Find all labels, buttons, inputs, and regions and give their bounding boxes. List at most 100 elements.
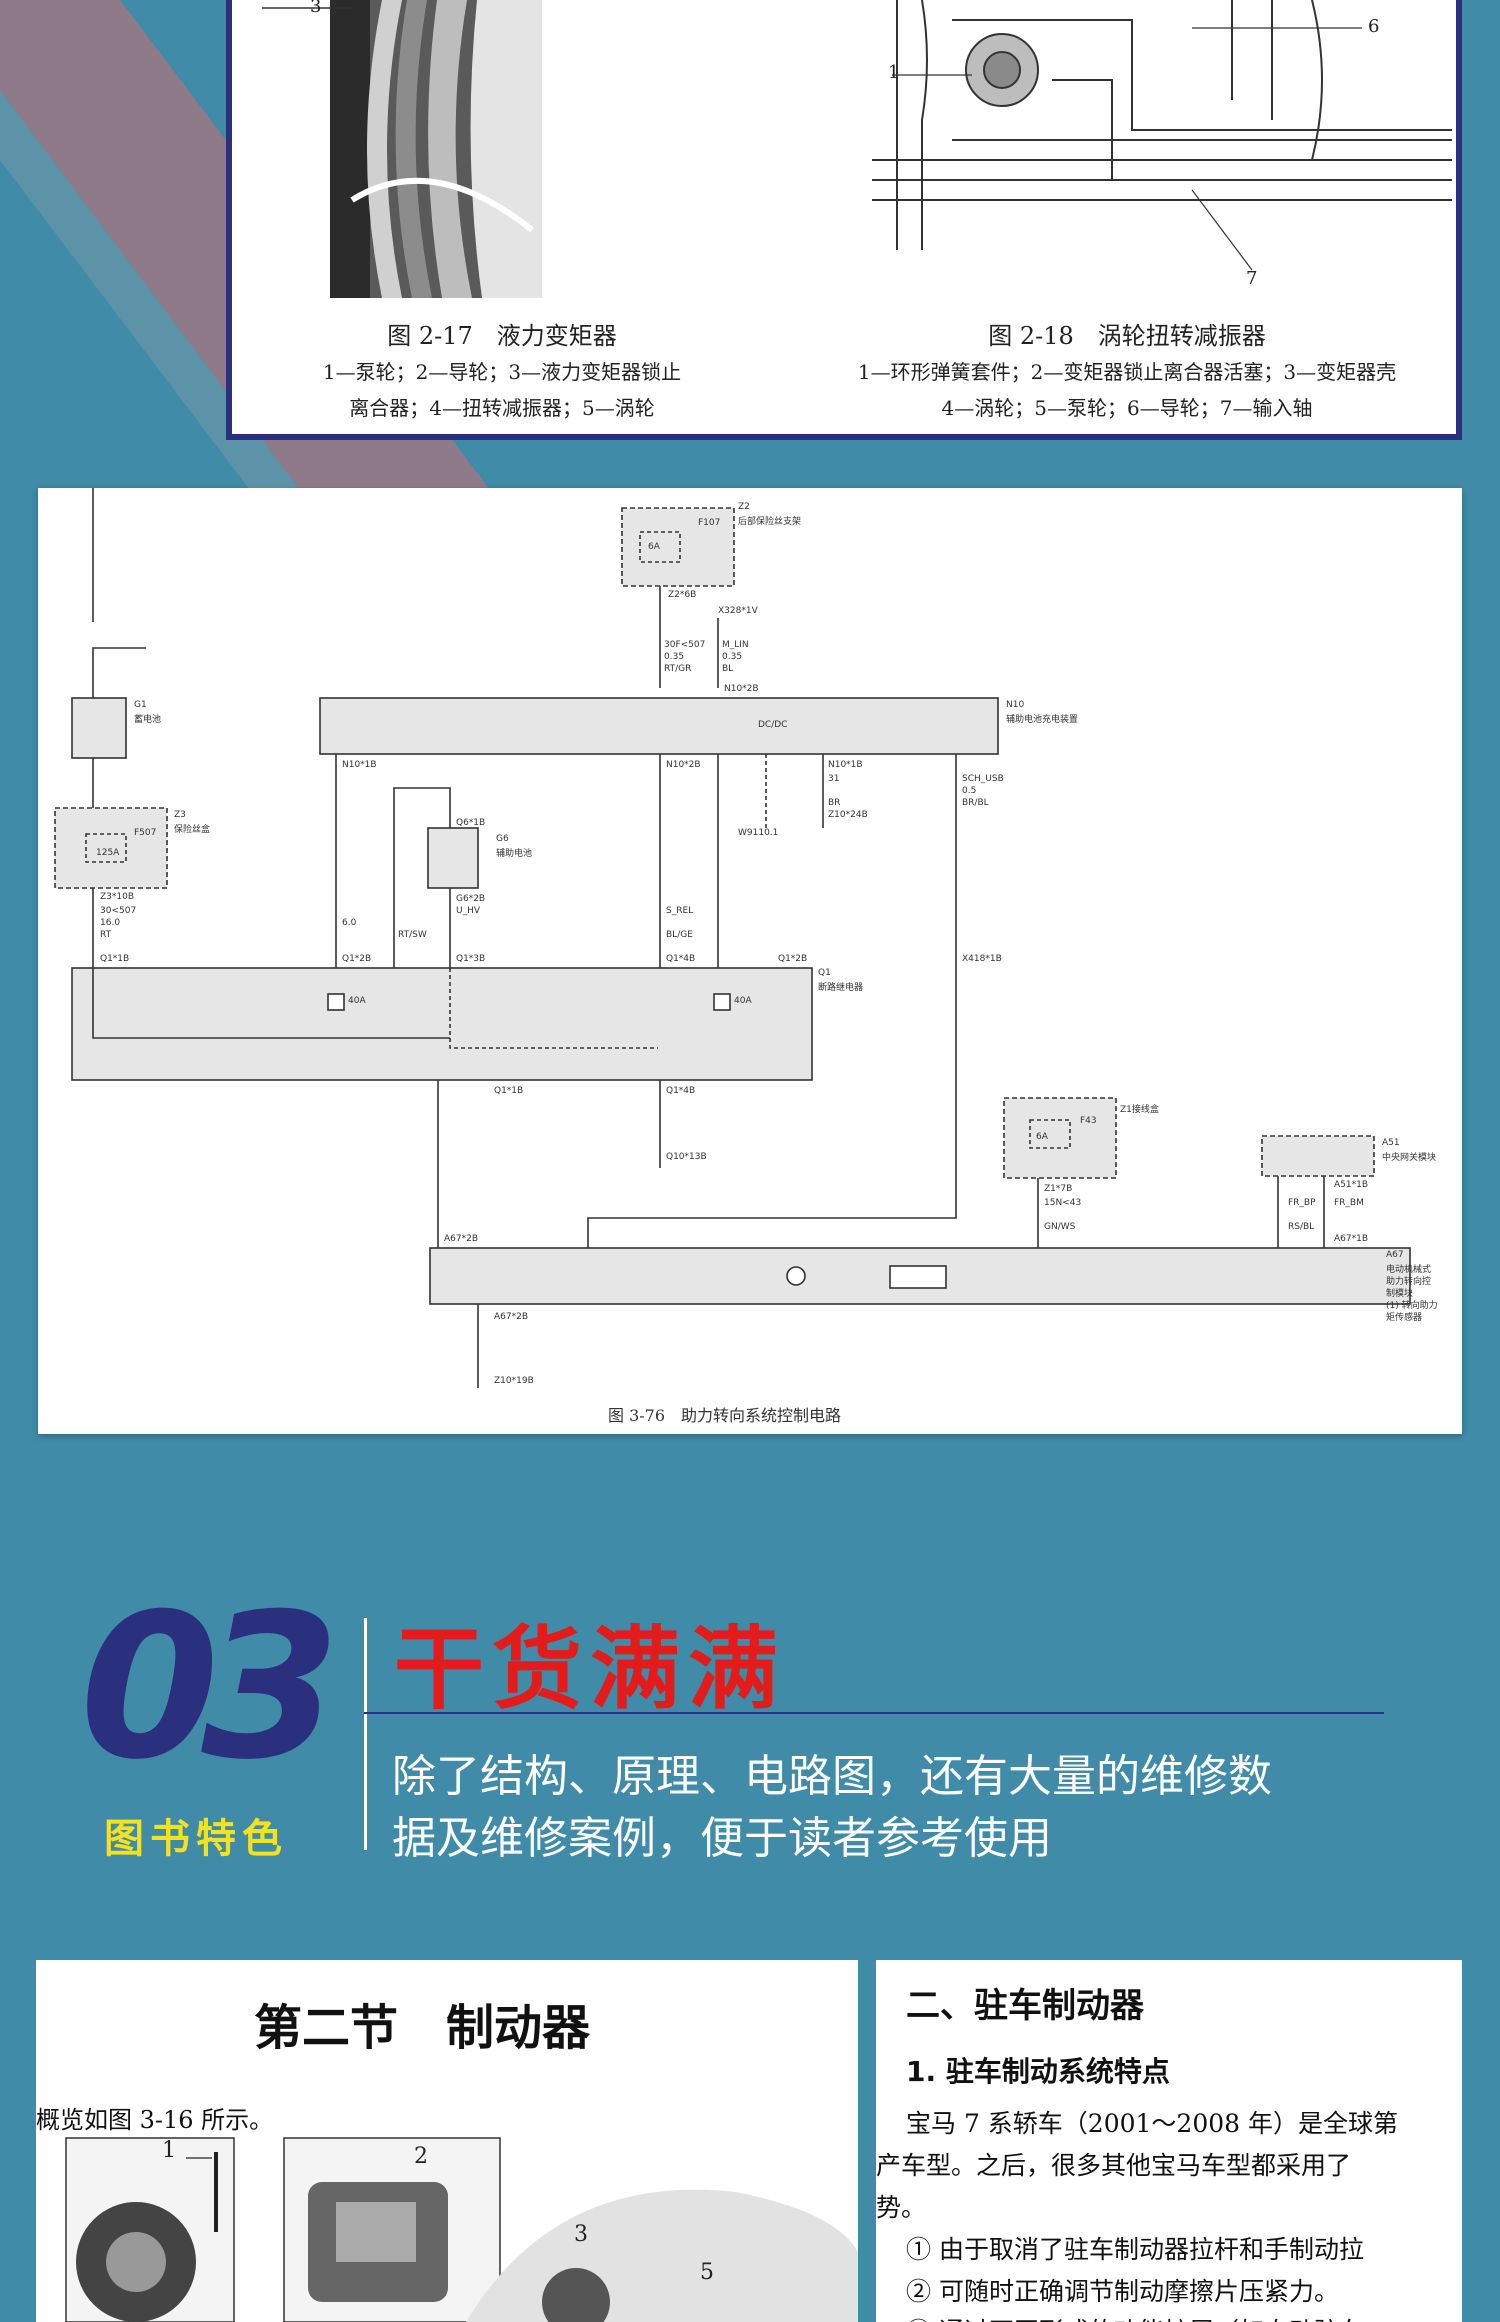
fig-2-17-desc-1: 1—泵轮；2—导轮；3—液力变矩器锁止 xyxy=(322,360,682,384)
fig-2-18-title: 图 2-18 涡轮扭转减振器 xyxy=(988,322,1266,350)
callout-right-6: 6 xyxy=(1368,16,1380,37)
fig-2-17-title: 图 2-17 液力变矩器 xyxy=(387,322,617,350)
feature-subtitle: 图书特色 xyxy=(104,1816,288,1862)
fig-2-18-desc-1: 1—环形弹簧套件；2—变矩器锁止离合器活塞；3—变矩器壳 xyxy=(857,360,1397,384)
wire-brbl: BR/BL xyxy=(962,798,989,808)
wire-15n: 15N<43 xyxy=(1044,1198,1082,1208)
label-f107: F107 xyxy=(698,518,721,528)
wire-60: 6.0 xyxy=(342,918,357,928)
parking-line-2: 产车型。之后，很多其他宝马车型都采用了 xyxy=(876,2151,1352,2180)
label-z2-name: 后部保险丝支架 xyxy=(738,517,802,527)
label-a67-2b: A67*2B xyxy=(444,1234,479,1244)
callout-left-3: 3 xyxy=(310,0,322,17)
label-6a: 6A xyxy=(648,542,660,552)
label-z1: Z1接线盒 xyxy=(1120,1105,1159,1115)
callout-right-1: 1 xyxy=(888,62,900,83)
wire-uhv: U_HV xyxy=(456,906,481,916)
parking-brake-page: 二、驻车制动器 1. 驻车制动系统特点 宝马 7 系轿车（2001～2008 年… xyxy=(876,1960,1462,2322)
wire-rsbl: RS/BL xyxy=(1288,1222,1315,1232)
parking-line-3: 势。 xyxy=(876,2193,927,2222)
label-x328: X328*1V xyxy=(718,606,758,616)
label-a67-name-4: (1) 转向助力 xyxy=(1386,1301,1438,1311)
label-a51-1b: A51*1B xyxy=(1334,1180,1369,1190)
wire-31: 31 xyxy=(828,774,840,784)
label-w9110-1: W9110.1 xyxy=(738,828,779,838)
label-f507: F507 xyxy=(134,828,157,838)
label-125a: 125A xyxy=(96,848,120,858)
feature-divider-vertical xyxy=(364,1618,367,1850)
label-6a-b: 6A xyxy=(1036,1132,1048,1142)
brake-heading: 第二节 制动器 xyxy=(254,2000,591,2056)
wire-s-rel: S_REL xyxy=(666,906,694,916)
label-n10-1b-b: N10*1B xyxy=(828,760,863,770)
label-n10-2b-b: N10*2B xyxy=(666,760,701,770)
brake-overview-illustration xyxy=(65,2137,858,2322)
label-g6: G6 xyxy=(496,834,509,844)
label-g1-name: 蓄电池 xyxy=(134,715,162,725)
label-q10-13b: Q10*13B xyxy=(666,1152,707,1162)
brake-callout-1: 1 xyxy=(162,2138,176,2163)
label-f43: F43 xyxy=(1080,1116,1097,1126)
label-q1-3b: Q1*3B xyxy=(456,954,486,964)
circuit-caption: 图 3-76 助力转向系统控制电路 xyxy=(608,1406,842,1425)
wire-gnws: GN/WS xyxy=(1044,1222,1076,1232)
label-q1: Q1 xyxy=(818,968,831,978)
label-z2: Z2 xyxy=(738,502,750,512)
label-g6-2b: G6*2B xyxy=(456,894,486,904)
brake-callout-2: 2 xyxy=(414,2144,428,2169)
label-z3-name: 保险丝盒 xyxy=(174,825,211,835)
feature-title: 干货满满 xyxy=(394,1617,786,1722)
fig-2-17-desc-2: 离合器；4—扭转减振器；5—涡轮 xyxy=(349,396,655,420)
wire-fr-bm: FR_BM xyxy=(1334,1198,1364,1208)
parking-heading: 二、驻车制动器 xyxy=(906,1986,1144,2026)
label-a67-name-3: 制模块 xyxy=(1386,1289,1414,1299)
label-40a-2: 40A xyxy=(734,996,752,1006)
parking-bullet-2: ② 可随时正确调节制动摩擦片压紧力。 xyxy=(906,2277,1339,2306)
wire-blge: BL/GE xyxy=(666,930,693,940)
label-q1-1b: Q1*1B xyxy=(100,954,130,964)
label-z10-24b: Z10*24B xyxy=(828,810,868,820)
wire-rt: RT xyxy=(100,930,112,940)
label-z10-19b: Z10*19B xyxy=(494,1376,534,1386)
wire-30f: 30F<507 xyxy=(664,640,706,650)
label-q6-1b: Q6*1B xyxy=(456,818,486,828)
label-a67-1b: A67*1B xyxy=(1334,1234,1369,1244)
brake-callout-5: 5 xyxy=(700,2260,714,2285)
feature-number: 03 xyxy=(80,1571,340,1804)
label-a67-name-2: 助力转向控 xyxy=(1386,1277,1432,1287)
callout-right-7: 7 xyxy=(1246,268,1258,289)
label-z3-pin: Z3*10B xyxy=(100,892,135,902)
label-n10-name: 辅助电池充电装置 xyxy=(1006,715,1079,725)
wire-br: BR xyxy=(828,798,841,808)
steering-circuit-diagram: Z2 后部保险丝支架 F107 6A Z2*6B X328*1V 30F<507… xyxy=(38,488,1462,1434)
label-n10-2b: N10*2B xyxy=(724,684,759,694)
torque-converter-figures: 3 1 6 7 图 2-17 液力变矩器 1—泵轮；2—导轮；3—液力变矩器锁止… xyxy=(226,0,1462,440)
label-q1-4b-b: Q1*4B xyxy=(666,1086,696,1096)
parking-bullet-3: ③ 通过不同形式的功能扩展（如自动驻车 xyxy=(906,2312,1364,2322)
label-q1-1b-b: Q1*1B xyxy=(494,1086,524,1096)
label-z3: Z3 xyxy=(174,810,186,820)
torque-converter-illustration xyxy=(262,0,1452,298)
label-n10-1b: N10*1B xyxy=(342,760,377,770)
wire-sch-usb: SCH_USB xyxy=(962,774,1004,784)
label-a51-name: 中央网关模块 xyxy=(1382,1153,1437,1163)
label-a67-name-1: 电动机械式 xyxy=(1386,1265,1432,1275)
label-a67-2b-b: A67*2B xyxy=(494,1312,529,1322)
parking-bullet-1: ① 由于取消了驻车制动器拉杆和手制动拉 xyxy=(906,2235,1364,2264)
parking-subheading: 1. 驻车制动系统特点 xyxy=(906,2055,1170,2088)
circuit-wiring xyxy=(54,488,1411,1388)
wire-rtgr: RT/GR xyxy=(664,664,692,674)
label-g1: G1 xyxy=(134,700,147,710)
feature-divider-horizontal xyxy=(364,1712,1384,1714)
label-q1-name: 断路继电器 xyxy=(818,983,864,993)
brake-callout-3: 3 xyxy=(574,2222,588,2247)
label-q1-4b: Q1*4B xyxy=(666,954,696,964)
label-n10: N10 xyxy=(1006,700,1025,710)
wire-160: 16.0 xyxy=(100,918,121,928)
label-z2-pin: Z2*6B xyxy=(668,590,697,600)
brake-section-page: 第二节 制动器 概览如图 3-16 所示。 1 2 3 5 xyxy=(36,1960,858,2322)
wire-mlin: M_LIN xyxy=(722,640,749,650)
label-a67-name-5: 矩传感器 xyxy=(1386,1313,1423,1323)
wire-05: 0.5 xyxy=(962,786,977,796)
wire-rtsw: RT/SW xyxy=(398,930,427,940)
